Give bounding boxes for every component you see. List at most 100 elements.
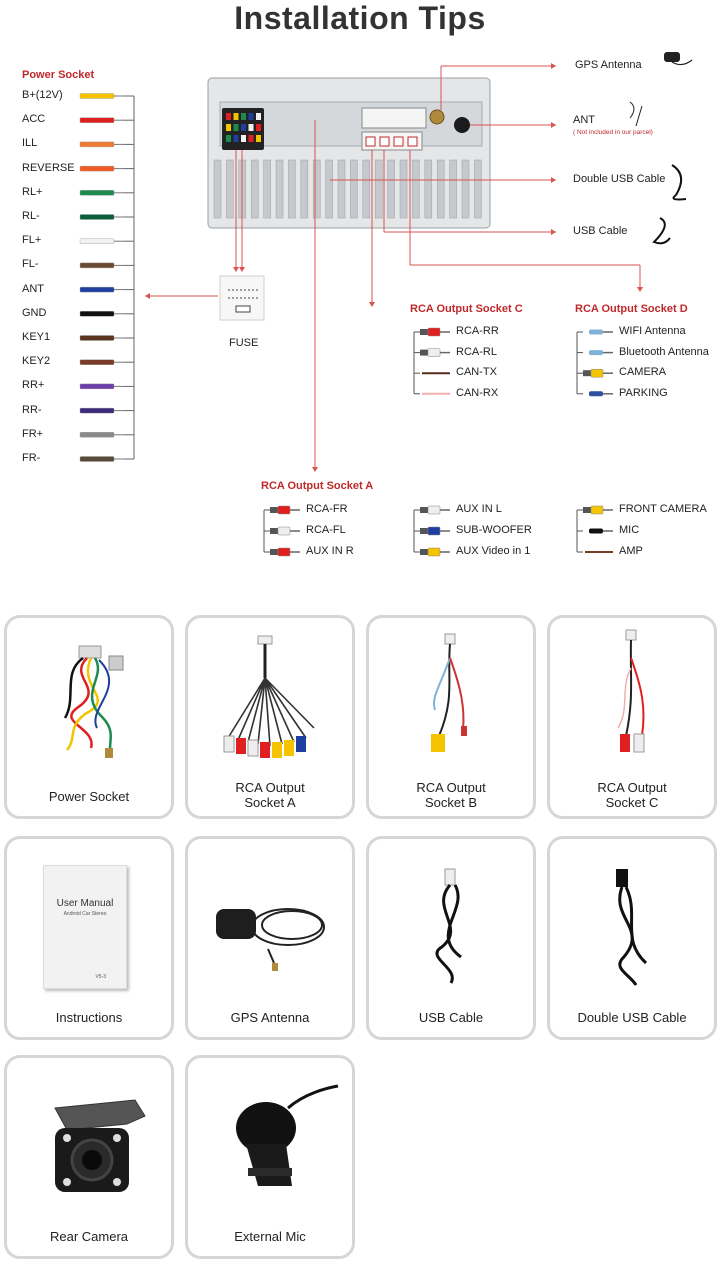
rca-a-col1-label: RCA-FL bbox=[306, 524, 346, 536]
rca-c-label: CAN-RX bbox=[456, 386, 499, 399]
rca-a-col1-2-body bbox=[277, 547, 291, 557]
rca-a-col3-label: MIC bbox=[619, 524, 640, 536]
power-wire-label: FR- bbox=[22, 452, 41, 464]
rca-a-col1-label: AUX IN R bbox=[306, 545, 354, 557]
power-wire-2 bbox=[79, 141, 115, 148]
power-wire-label: RR+ bbox=[22, 379, 45, 392]
head-unit-fin bbox=[412, 159, 420, 219]
connector-block-bottom bbox=[361, 131, 423, 151]
rca-port bbox=[365, 136, 376, 147]
head-unit-fin bbox=[275, 159, 284, 219]
power-connector-pin bbox=[248, 113, 254, 120]
head-unit-fin bbox=[436, 159, 445, 219]
d-arrow bbox=[637, 287, 643, 292]
rca-a-col2-1-tip bbox=[420, 528, 428, 534]
ant-label: ANT bbox=[573, 114, 595, 126]
power-wire-5 bbox=[79, 214, 115, 220]
power-wire-label: RL+ bbox=[22, 185, 43, 198]
power-wire-11 bbox=[79, 359, 115, 365]
rear-camera-icon bbox=[7, 1058, 171, 1203]
power-connector-pin bbox=[226, 113, 231, 120]
ant-port bbox=[454, 117, 470, 133]
power-harness-icon bbox=[7, 618, 171, 763]
product-card: External Mic bbox=[185, 1055, 355, 1259]
product-card: Rear Camera bbox=[4, 1055, 174, 1259]
rca-d-1-plug bbox=[589, 350, 603, 356]
rca-a-harness-icon bbox=[188, 618, 352, 763]
rca-d-label: WIFI Antenna bbox=[619, 325, 686, 337]
rca-port bbox=[393, 136, 404, 147]
rca-a-col3-label: AMP bbox=[619, 545, 643, 557]
product-caption: Instructions bbox=[55, 1010, 123, 1025]
product-card: Power Socket bbox=[4, 615, 174, 819]
power-wire-label: FR+ bbox=[22, 427, 44, 440]
head-unit-fin bbox=[424, 159, 433, 219]
ant-note: ( Not included in our parcel) bbox=[573, 129, 653, 136]
product-caption: Power Socket bbox=[48, 789, 130, 804]
usb-cable-label: USB Cable bbox=[573, 225, 628, 237]
rca-c-1-tip bbox=[420, 349, 428, 356]
head-unit-fin bbox=[263, 159, 271, 219]
power-wire-label: ANT bbox=[22, 282, 44, 295]
rca-a-col1-0-body bbox=[277, 505, 291, 515]
rca-port bbox=[379, 136, 390, 147]
power-wire-0 bbox=[79, 93, 115, 99]
rca-a-col1-label: RCA-FR bbox=[306, 503, 348, 515]
rca-a-col1-1-tip bbox=[270, 528, 278, 534]
power-connector-pin bbox=[233, 135, 239, 142]
rca-a-col2-label: AUX IN L bbox=[456, 503, 502, 515]
power-wire-label: KEY1 bbox=[22, 331, 51, 343]
head-unit-fin bbox=[461, 159, 470, 219]
power-wire-label: FL+ bbox=[22, 234, 42, 247]
power-connector-pin bbox=[248, 124, 254, 131]
rca-d-3-plug bbox=[589, 391, 603, 397]
rca-c-label: CAN-TX bbox=[456, 366, 497, 379]
gps-cable-icon bbox=[671, 59, 693, 66]
gps-antenna-icon bbox=[664, 52, 680, 62]
rca-a-col3-0-tip bbox=[583, 507, 591, 513]
product-caption: Double USB Cable bbox=[577, 1010, 687, 1025]
rca-a-col3-label: FRONT CAMERA bbox=[619, 503, 707, 515]
usb-cable-icon bbox=[369, 839, 533, 984]
fuse-icon bbox=[235, 305, 251, 313]
rca-a-heading: RCA Output Socket A bbox=[261, 480, 374, 492]
power-wire-14 bbox=[79, 432, 115, 438]
product-card: USB Cable bbox=[366, 836, 536, 1040]
power-connector-pin bbox=[256, 113, 261, 120]
head-unit-fin bbox=[399, 159, 408, 219]
rca-a-col3-1-plug bbox=[589, 528, 603, 534]
head-unit-fin bbox=[226, 159, 234, 219]
rca-a-col2-0-body bbox=[427, 505, 441, 515]
gps-port bbox=[429, 109, 445, 125]
rca-a-col1-2-tip bbox=[270, 549, 278, 555]
double-usb-label: Double USB Cable bbox=[573, 173, 666, 185]
rca-d-label: Bluetooth Antenna bbox=[619, 345, 709, 358]
head-unit-fin bbox=[213, 159, 222, 219]
power-wire-1 bbox=[79, 117, 115, 123]
head-unit-fin bbox=[374, 159, 383, 219]
rca-d-2-tip bbox=[583, 370, 591, 377]
fuse-arrow-2 bbox=[239, 267, 245, 272]
product-card: GPS Antenna bbox=[185, 836, 355, 1040]
rca-a-col2-label: SUB-WOOFER bbox=[456, 524, 532, 536]
head-unit-body bbox=[207, 77, 491, 229]
double-usb-cable-icon bbox=[550, 839, 714, 986]
rca-d-label: CAMERA bbox=[619, 366, 667, 379]
double-usb-arrow bbox=[551, 177, 556, 183]
ant-icon bbox=[629, 101, 643, 127]
rca-c-label: RCA-RR bbox=[456, 325, 499, 337]
power-wire-7 bbox=[79, 262, 115, 269]
usb-arrow bbox=[551, 229, 556, 235]
rca-a-col2-label: AUX Video in 1 bbox=[456, 545, 531, 557]
head-unit-fin bbox=[362, 159, 371, 219]
power-wire-6 bbox=[79, 238, 115, 244]
power-wire-label: REVERSE bbox=[22, 161, 75, 174]
product-caption: GPS Antenna bbox=[230, 1010, 310, 1025]
head-unit-fin bbox=[288, 159, 296, 219]
power-wire-label: GND bbox=[22, 306, 47, 319]
power-wire-4 bbox=[79, 190, 115, 196]
ant-arrow bbox=[551, 122, 556, 128]
rca-d-0-plug bbox=[589, 329, 603, 335]
